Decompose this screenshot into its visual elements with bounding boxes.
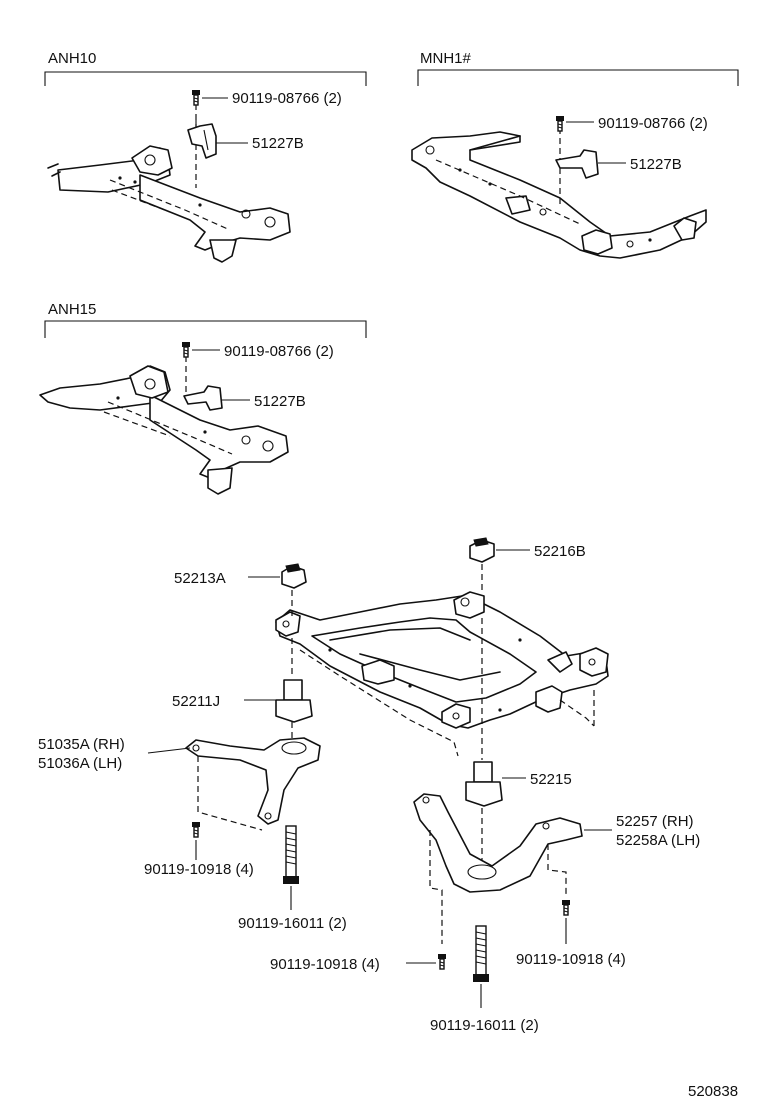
bolt-left-small-icon bbox=[191, 821, 201, 838]
bolt-right-long-icon bbox=[473, 925, 489, 982]
figure-code: 520838 bbox=[688, 1083, 738, 1100]
cushion-left-label: 52211J bbox=[172, 693, 220, 710]
anh10-bracket-label: 51227B bbox=[252, 135, 304, 152]
section-anh10-label: ANH10 bbox=[48, 50, 96, 67]
anh10-bolt-icon bbox=[191, 89, 201, 106]
section-anh10: ANH10 bbox=[44, 50, 367, 263]
anh15-bracket-icon bbox=[183, 385, 223, 411]
brace-left-lh-label: 51036A (LH) bbox=[38, 755, 122, 772]
section-mnh1: MNH1# 90119-08766 (2) bbox=[411, 50, 739, 259]
stopper-upper-left-label: 52213A bbox=[174, 570, 226, 587]
anh15-bracket-label: 51227B bbox=[254, 393, 306, 410]
section-anh15-bracket-line bbox=[44, 320, 367, 338]
section-mnh1-bracket-line bbox=[417, 69, 739, 86]
bolt-right-long-label: 90119-16011 (2) bbox=[430, 1017, 539, 1034]
mnh1-crossmember-drawing bbox=[411, 128, 707, 259]
bolt-right-small-a-label: 90119-10918 (4) bbox=[270, 956, 380, 973]
bolt-right-small-b-icon bbox=[561, 899, 571, 916]
anh10-crossmember-drawing bbox=[47, 104, 291, 263]
cushion-right-icon bbox=[465, 761, 503, 807]
mnh1-bolt-label: 90119-08766 (2) bbox=[598, 115, 708, 132]
bolt-left-long-icon bbox=[283, 825, 299, 884]
brace-left-leader bbox=[147, 747, 191, 754]
anh15-bolt-label: 90119-08766 (2) bbox=[224, 343, 334, 360]
stopper-upper-right-label: 52216B bbox=[534, 543, 586, 560]
bolt-left-small-label: 90119-10918 (4) bbox=[144, 861, 254, 878]
bolt-left-long-label: 90119-16011 (2) bbox=[238, 915, 347, 932]
main-subframe-drawing bbox=[275, 591, 609, 757]
stopper-upper-right-icon bbox=[469, 537, 495, 563]
brace-right-lh-label: 52258A (LH) bbox=[616, 832, 700, 849]
section-anh15-label: ANH15 bbox=[48, 301, 96, 318]
brace-right-rh-label: 52257 (RH) bbox=[616, 813, 694, 830]
anh10-bolt-label: 90119-08766 (2) bbox=[232, 90, 342, 107]
section-anh15: ANH15 90119-08766 (2) 51227B bbox=[39, 301, 367, 495]
section-anh10-bracket-line bbox=[44, 71, 367, 86]
brace-left-icon bbox=[185, 737, 321, 825]
cushion-right-label: 52215 bbox=[530, 771, 572, 788]
brace-right-icon bbox=[413, 793, 583, 893]
bolt-right-small-b-label: 90119-10918 (4) bbox=[516, 951, 626, 968]
section-mnh1-label: MNH1# bbox=[420, 50, 472, 67]
mnh1-bolt-icon bbox=[555, 115, 565, 132]
cushion-left-icon bbox=[275, 679, 313, 723]
anh15-crossmember-drawing bbox=[39, 356, 289, 495]
anh15-bolt-icon bbox=[181, 341, 191, 358]
brace-left-rh-label: 51035A (RH) bbox=[38, 736, 125, 753]
mnh1-bracket-label: 51227B bbox=[630, 156, 682, 173]
bolt-right-small-a-icon bbox=[437, 953, 447, 970]
anh10-bracket-icon bbox=[187, 123, 217, 159]
stopper-upper-left-icon bbox=[281, 563, 307, 589]
mnh1-bracket-icon bbox=[555, 149, 599, 179]
